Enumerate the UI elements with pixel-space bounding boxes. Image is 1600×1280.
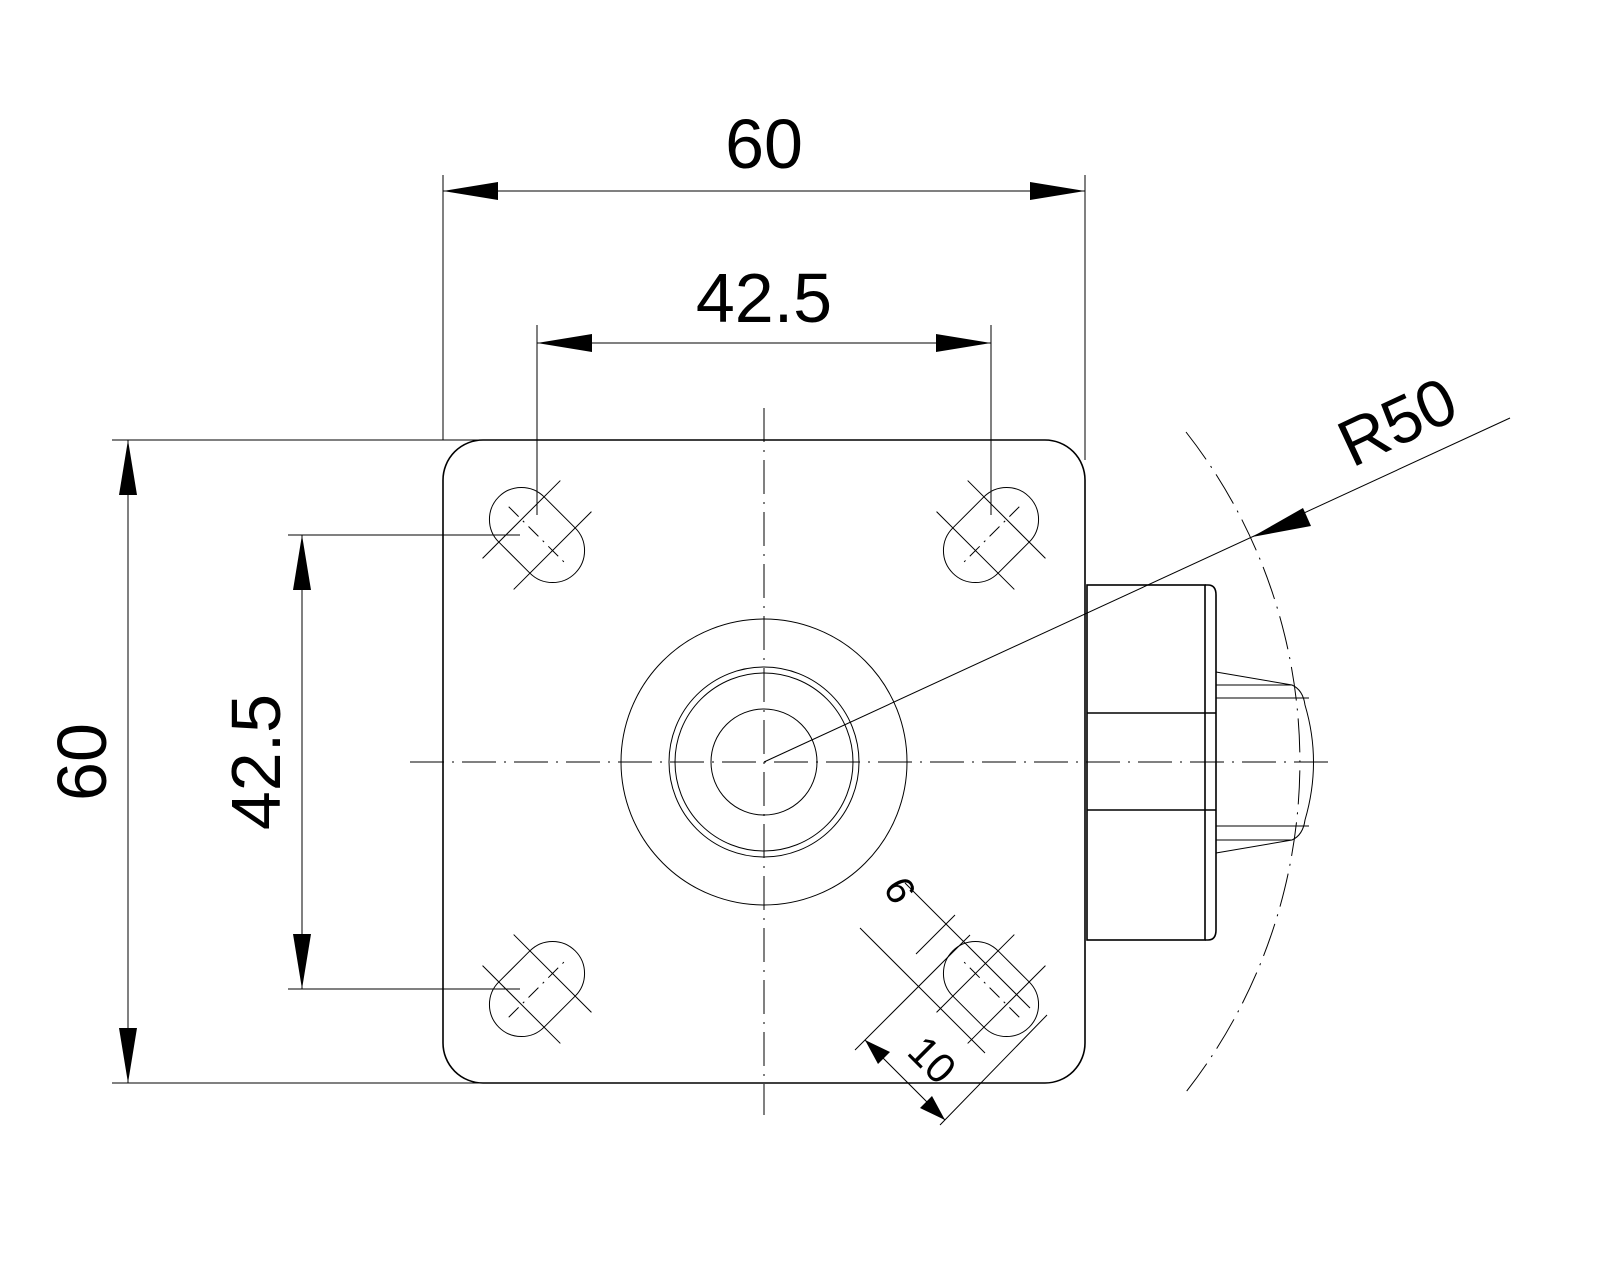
svg-text:42.5: 42.5 [217,694,295,830]
dimension-slot-width: 6 [859,870,1031,1054]
radius-label: R50 [1327,362,1468,480]
mounting-slot [482,934,592,1044]
dimension-slot-length: 10 [854,934,1048,1126]
dimension-overall-width: 60 [442,105,1086,460]
radius-arrowhead [1252,508,1311,537]
radius-leader-line [763,417,1511,763]
mounting-slot [936,480,1046,590]
kingpin-boss [620,618,908,906]
swivel-radius-arc [1185,431,1301,1093]
wheel-side-view [1086,584,1314,941]
mounting-slot [482,480,592,590]
dimension-hole-spacing-vertical: 42.5 [217,534,520,990]
mounting-slot [936,934,1046,1044]
dimension-hole-spacing-horizontal: 42.5 [536,259,992,515]
dimension-overall-height: 60 [43,439,480,1084]
svg-text:42.5: 42.5 [696,259,832,337]
svg-text:60: 60 [725,105,803,183]
svg-text:6: 6 [875,870,924,911]
svg-text:60: 60 [43,723,121,801]
